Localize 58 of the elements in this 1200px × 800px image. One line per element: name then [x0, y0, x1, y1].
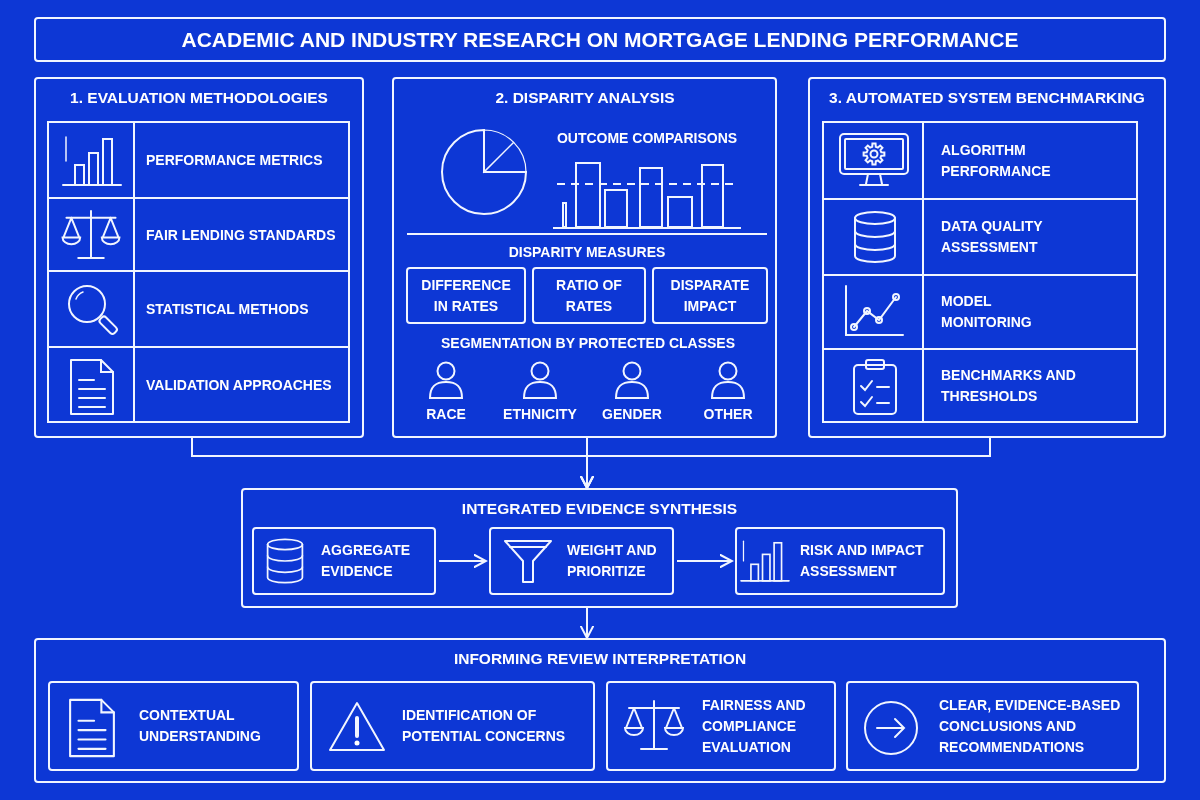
table-row — [47, 197, 350, 272]
step-box — [489, 527, 674, 595]
row-label: DATA QUALITY ASSESSMENT — [941, 217, 1044, 257]
measure-label: RATIO OF RATES — [555, 275, 623, 316]
row-label: FAIR LENDING STANDARDS — [146, 225, 336, 244]
panel — [392, 77, 777, 438]
arrow — [580, 607, 594, 639]
measure-box — [532, 267, 646, 324]
panel — [34, 638, 1166, 783]
row-label: STATISTICAL METHODS — [146, 299, 309, 319]
outcome-box — [846, 681, 1139, 771]
panel — [241, 488, 958, 608]
row-label: BENCHMARKS AND THRESHOLDS — [941, 365, 1077, 406]
table-row — [47, 346, 350, 423]
arrow — [580, 437, 991, 489]
section-heading: SEGMENTATION BY PROTECTED CLASSES — [441, 333, 735, 353]
class-label: GENDER — [602, 404, 662, 424]
arrow — [438, 554, 487, 568]
row-label: ALGORITHM PERFORMANCE — [941, 140, 1052, 181]
diagram-title: ACADEMIC AND INDUSTRY RESEARCH ON MORTGAGE LENDING PERFORMANCE — [34, 17, 1166, 62]
outcome-box — [606, 681, 836, 771]
row-label: MODEL MONITORING — [941, 292, 1033, 332]
step-label: IDENTIFICATION OF POTENTIAL CONCERNS — [402, 706, 567, 746]
panel-heading: 2. DISPARITY ANALYSIS — [495, 88, 675, 109]
arrow — [676, 554, 733, 568]
step-label: CLEAR, EVIDENCE-BASED CONCLUSIONS AND RECOMMENDATIONS — [939, 695, 1122, 757]
panel — [808, 77, 1166, 438]
panel-heading: 3. AUTOMATED SYSTEM BENCHMARKING — [829, 88, 1145, 109]
table-row — [47, 270, 350, 348]
table-row — [47, 121, 350, 199]
step-label: RISK AND IMPACT ASSESSMENT — [800, 541, 925, 581]
panel-heading: INTEGRATED EVIDENCE SYNTHESIS — [461, 499, 738, 520]
outcome-box — [48, 681, 299, 771]
table-row — [822, 121, 1138, 200]
panel-heading: 1. EVALUATION METHODOLOGIES — [70, 88, 328, 109]
step-label: WEIGHT AND PRIORITIZE — [567, 541, 658, 581]
panel — [34, 77, 364, 438]
class-label: ETHNICITY — [503, 404, 577, 424]
step-label: CONTEXTUAL UNDERSTANDING — [139, 706, 262, 746]
measure-label: DIFFERENCE IN RATES — [420, 275, 512, 316]
measure-label: DISPARATE IMPACT — [669, 275, 751, 316]
class-label: RACE — [426, 404, 466, 424]
measure-box — [406, 267, 526, 324]
measure-box — [652, 267, 768, 324]
panel-heading: INFORMING REVIEW INTERPRETATION — [453, 649, 747, 670]
class-label: OTHER — [703, 404, 753, 424]
step-label: FAIRNESS AND COMPLIANCE EVALUATION — [702, 695, 807, 757]
step-label: AGGREGATE EVIDENCE — [321, 541, 412, 581]
table-row — [822, 274, 1138, 350]
table-row — [822, 348, 1138, 423]
chart-heading: OUTCOME COMPARISONS — [556, 128, 738, 148]
section-heading: DISPARITY MEASURES — [508, 242, 666, 262]
step-box — [735, 527, 945, 595]
row-label: VALIDATION APPROACHES — [146, 375, 332, 394]
row-label: PERFORMANCE METRICS — [146, 150, 323, 170]
table-row — [822, 198, 1138, 276]
step-box — [252, 527, 436, 595]
outcome-box — [310, 681, 595, 771]
